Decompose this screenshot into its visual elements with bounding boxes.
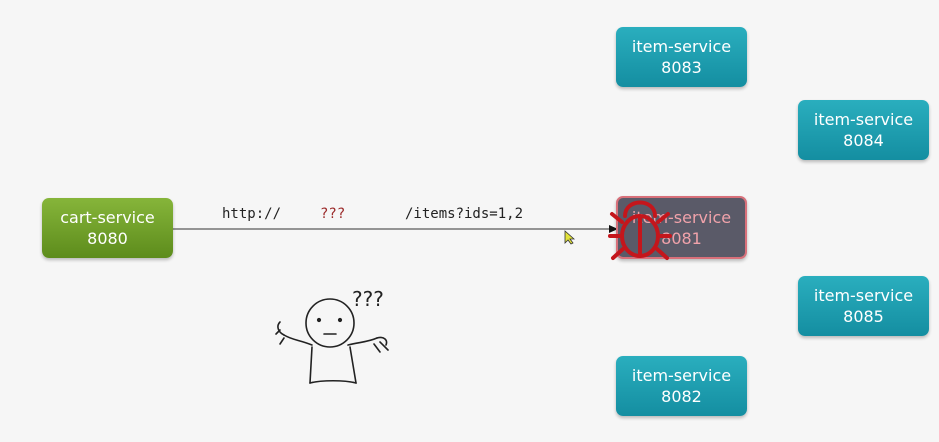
item-service-name: item-service — [813, 286, 914, 305]
item-service-node-8084[interactable]: item-service 8084 — [798, 100, 929, 160]
cart-service-port: 8080 — [87, 229, 128, 248]
item-service-name: item-service — [813, 110, 914, 129]
cart-service-node[interactable]: cart-service 8080 — [42, 198, 173, 258]
item-service-port: 8081 — [661, 228, 702, 248]
url-scheme: http:// — [222, 206, 282, 222]
item-service-node-8085[interactable]: item-service 8085 — [798, 276, 929, 336]
item-service-node-8081-faulty[interactable]: item-service 8081 — [616, 196, 747, 259]
item-service-name: item-service — [631, 207, 732, 227]
item-service-name: item-service — [631, 366, 732, 385]
item-service-node-8082[interactable]: item-service 8082 — [616, 356, 747, 416]
item-service-port: 8084 — [843, 131, 884, 150]
url-unknown-host: ??? — [320, 206, 346, 222]
cart-service-name: cart-service — [60, 208, 155, 227]
item-service-port: 8082 — [661, 387, 702, 406]
url-path: /items?ids=1,2 — [405, 206, 524, 222]
item-service-port: 8083 — [661, 58, 702, 77]
item-service-name: item-service — [631, 37, 732, 56]
item-service-port: 8085 — [843, 307, 884, 326]
item-service-node-8083[interactable]: item-service 8083 — [616, 27, 747, 87]
